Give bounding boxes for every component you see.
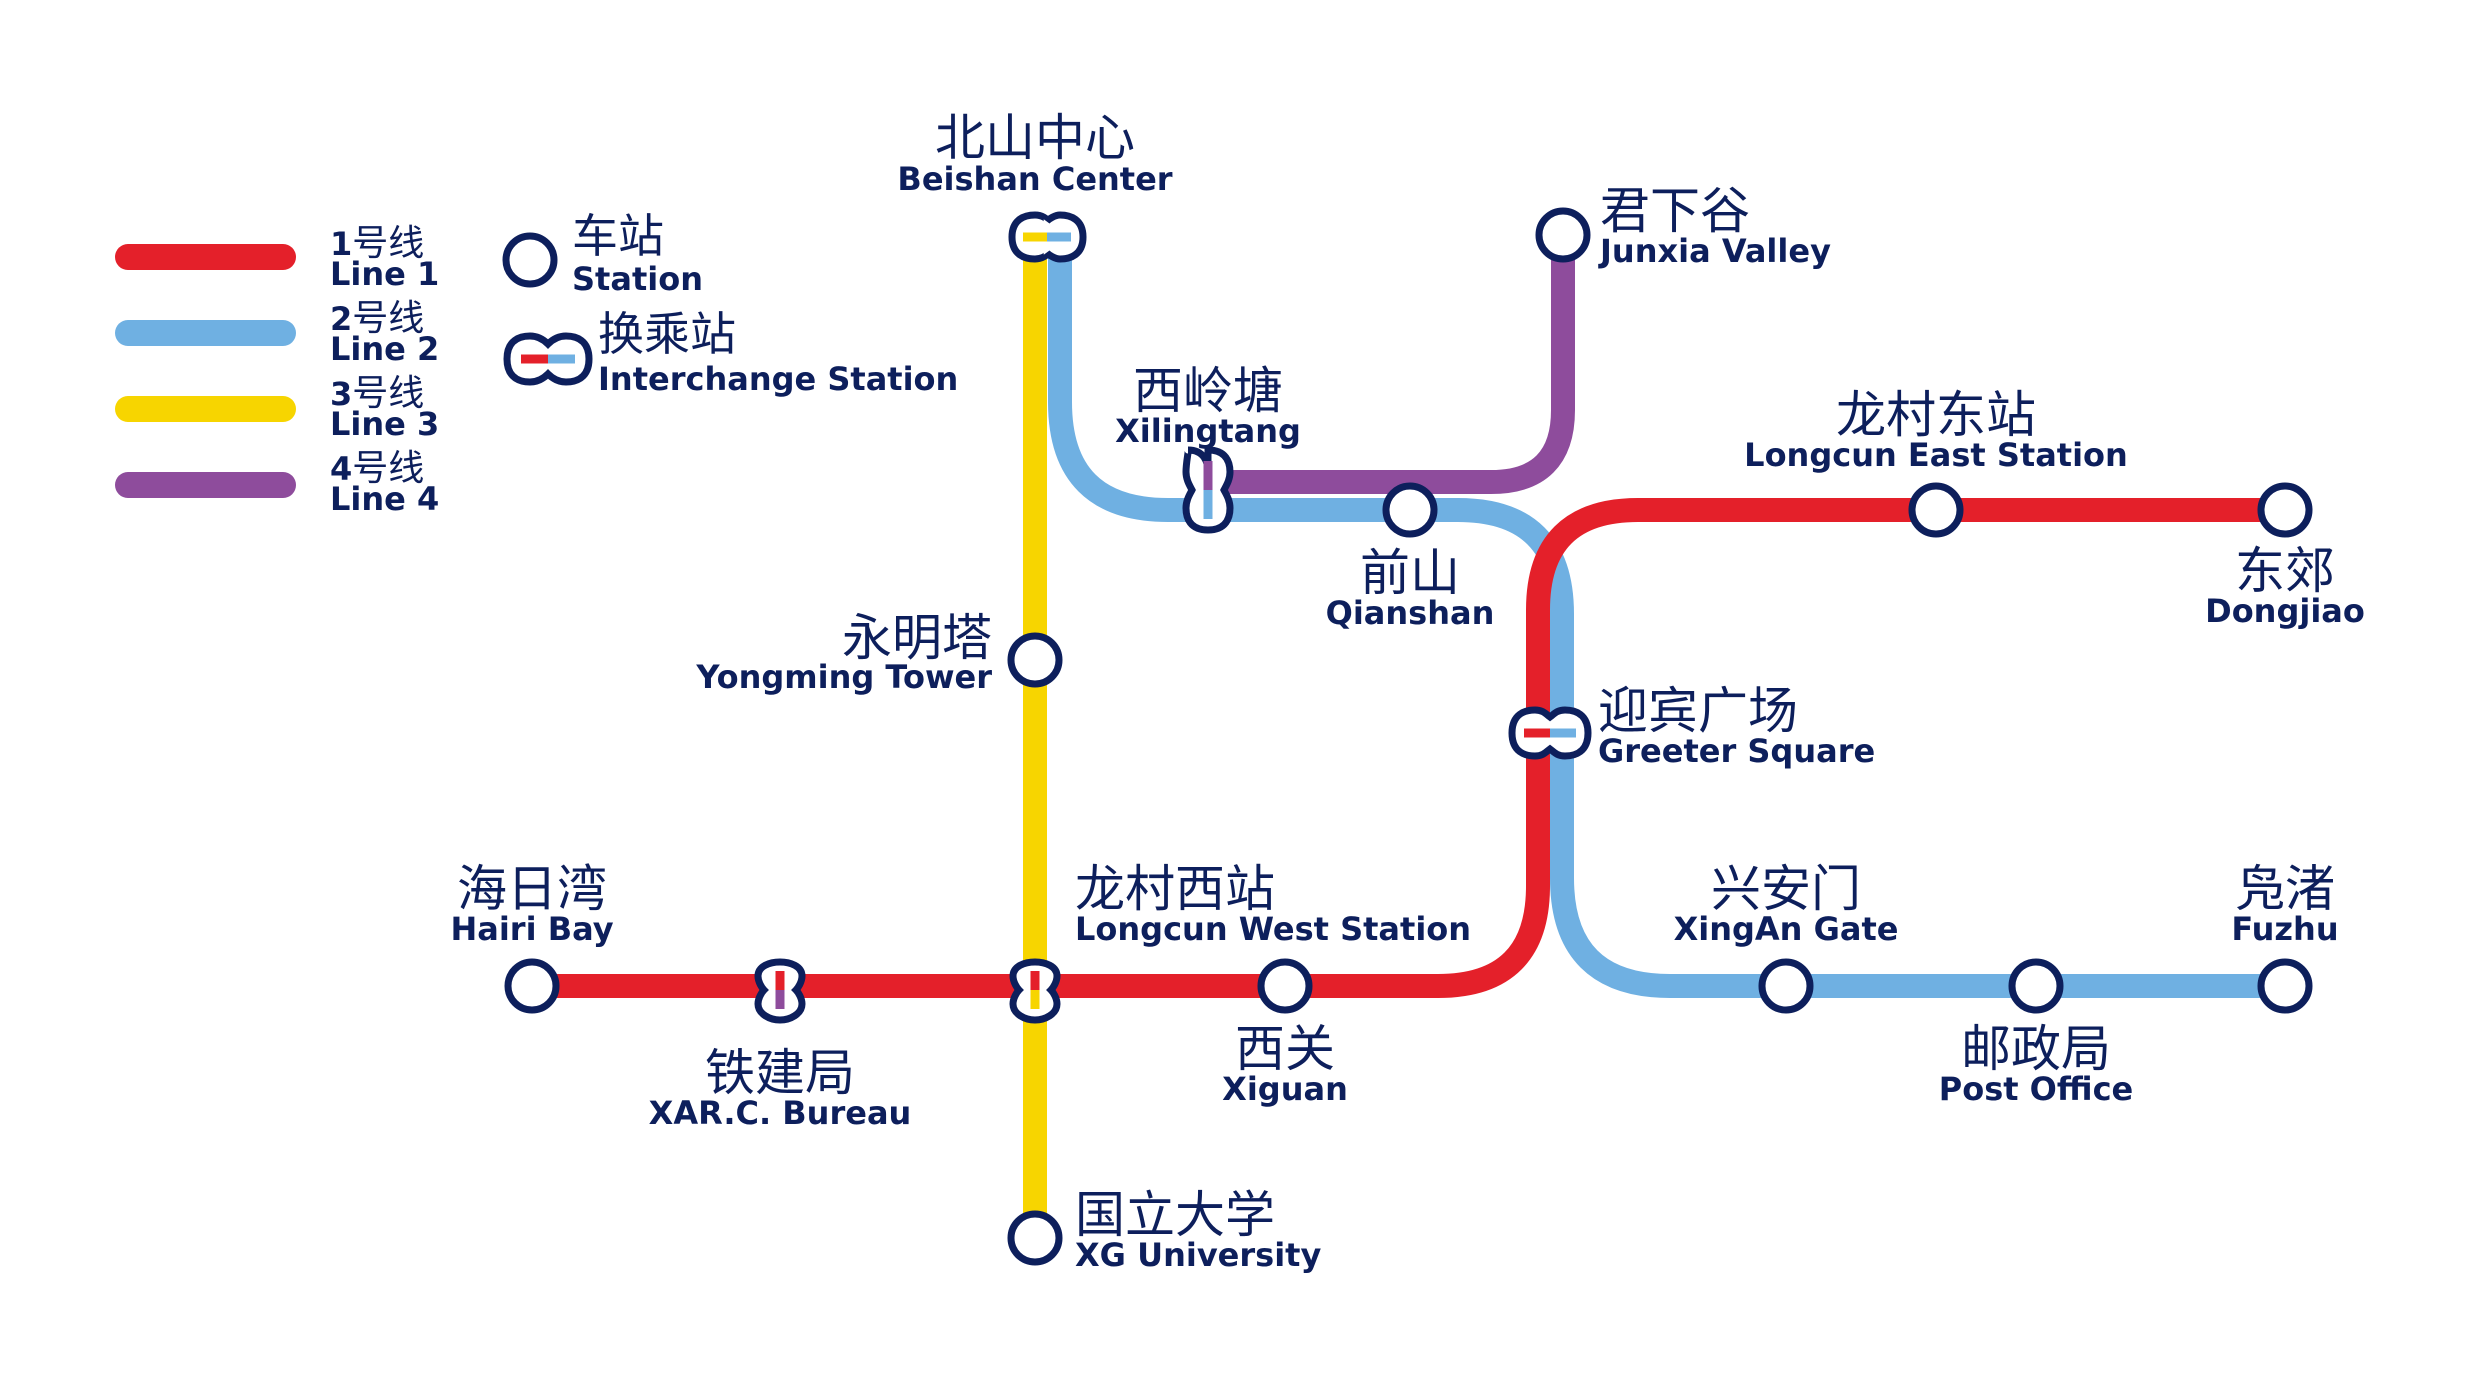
label-longcun-east-en: Longcun East Station — [1744, 436, 2128, 474]
label-greeter-en: Greeter Square — [1598, 732, 1875, 770]
legend-line-1-label: 1号线 — [330, 223, 424, 264]
label-xingan-cn: 兴安门 — [1711, 860, 1861, 918]
label-longcun-west-en: Longcun West Station — [1075, 910, 1471, 948]
label-junxia-en: Junxia Valley — [1598, 232, 1831, 270]
label-junxia-cn: 君下谷 — [1600, 182, 1750, 240]
label-dongjiao-en: Dongjiao — [2205, 592, 2365, 630]
label-hairi-cn: 海日湾 — [457, 860, 607, 918]
station-labels: 北山中心 Beishan Center 君下谷 Junxia Valley 西岭… — [450, 109, 2364, 1274]
legend-line-2-label: 2号线 — [330, 298, 424, 339]
label-xg-university-cn: 国立大学 — [1075, 1186, 1275, 1244]
label-xiguan-cn: 西关 — [1235, 1020, 1335, 1078]
label-qianshan-en: Qianshan — [1326, 594, 1495, 632]
station-junxia-valley[interactable] — [1535, 207, 1591, 263]
label-hairi-en: Hairi Bay — [450, 910, 613, 948]
label-xilingtang-en: Xilingtang — [1115, 412, 1301, 450]
legend-interchange-en: Interchange Station — [598, 360, 958, 398]
label-fuzhu-en: Fuzhu — [2231, 910, 2338, 948]
legend-line-3-en: Line 3 — [330, 405, 439, 443]
interchange-beishan[interactable] — [1008, 211, 1087, 263]
label-yongming-en: Yongming Tower — [695, 658, 992, 696]
label-xiguan-en: Xiguan — [1222, 1070, 1348, 1108]
label-longcun-east-cn: 龙村东站 — [1836, 386, 2036, 444]
legend-line-4-en: Line 4 — [330, 480, 439, 518]
label-dongjiao-cn: 东郊 — [2235, 542, 2335, 600]
label-yongming-cn: 永明塔 — [842, 609, 992, 667]
legend: 1号线 Line 1 2号线 Line 2 3号线 Line 3 4号线 Lin… — [115, 209, 958, 518]
station-post-office[interactable] — [2008, 958, 2064, 1014]
legend-line-3-label: 3号线 — [330, 373, 424, 414]
legend-interchange-cn: 换乘站 — [598, 307, 736, 361]
station-longcun-east[interactable] — [1908, 482, 1964, 538]
interchange-greeter-square[interactable] — [1508, 706, 1592, 760]
legend-line-4-label: 4号线 — [330, 448, 424, 489]
station-qianshan[interactable] — [1382, 482, 1438, 538]
line-4-route — [1201, 223, 1575, 494]
station-xiguan[interactable] — [1257, 958, 1313, 1014]
label-tiejian-en: XAR.C. Bureau — [649, 1094, 912, 1132]
interchange-longcun-west[interactable] — [1009, 958, 1061, 1024]
label-tiejian-cn: 铁建局 — [705, 1044, 855, 1102]
label-longcun-west-cn: 龙村西站 — [1075, 860, 1275, 918]
label-beishan-cn: 北山中心 — [935, 109, 1135, 167]
station-xg-university[interactable] — [1007, 1210, 1063, 1266]
legend-interchange-icon — [503, 332, 593, 386]
station-xingan-gate[interactable] — [1758, 958, 1814, 1014]
label-xingan-en: XingAn Gate — [1674, 910, 1899, 948]
legend-line-1-en: Line 1 — [330, 255, 439, 293]
station-dongjiao[interactable] — [2257, 482, 2313, 538]
interchange-tiejian[interactable] — [754, 958, 806, 1024]
station-fuzhu[interactable] — [2257, 958, 2313, 1014]
label-qianshan-cn: 前山 — [1360, 544, 1460, 602]
legend-line-2-en: Line 2 — [330, 330, 439, 368]
label-xilingtang-cn: 西岭塘 — [1133, 362, 1283, 420]
legend-station-en: Station — [572, 260, 703, 298]
station-hairi-bay[interactable] — [504, 958, 560, 1014]
line-2-route — [1048, 223, 2297, 998]
label-greeter-cn: 迎宾广场 — [1598, 682, 1798, 740]
label-beishan-en: Beishan Center — [897, 160, 1172, 198]
legend-station-cn: 车站 — [572, 209, 664, 263]
label-post-office-cn: 邮政局 — [1961, 1020, 2111, 1078]
label-xg-university-en: XG University — [1075, 1236, 1321, 1274]
legend-station-icon — [502, 232, 558, 288]
interchange-xilingtang[interactable] — [1182, 446, 1234, 534]
label-post-office-en: Post Office — [1939, 1070, 2133, 1108]
label-fuzhu-cn: 凫渚 — [2235, 860, 2335, 918]
station-yongming-tower[interactable] — [1007, 632, 1063, 688]
